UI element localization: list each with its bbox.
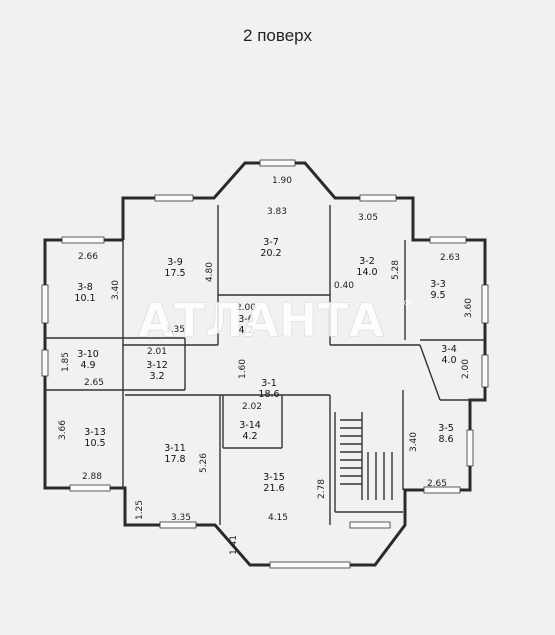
dim-label: 3.35	[165, 325, 185, 335]
dim-label: 3.35	[171, 513, 191, 523]
room-3-12-area: 3.2	[149, 371, 164, 382]
room-3-1-id: 3-1	[261, 378, 277, 389]
room-3-5-id: 3-5	[438, 423, 454, 434]
dim-label: 3.66	[58, 420, 68, 440]
room-3-5-area: 8.6	[438, 434, 453, 445]
room-3-11-area: 17.8	[164, 454, 185, 465]
room-labels: 3-1 18.6 3-2 14.0 3-3 9.5 3-4 4.0 3-5 8.…	[74, 237, 456, 494]
room-3-2-area: 14.0	[356, 267, 377, 278]
dim-label: 2.65	[427, 479, 447, 489]
dim-label: 2.01	[147, 347, 167, 357]
room-3-12-id: 3-12	[146, 360, 168, 371]
room-3-1-area: 18.6	[258, 389, 279, 400]
dim-label: 2.65	[84, 378, 104, 388]
dimension-labels: 1.90 3.83 3.05 2.66 3.40 4.80 5.28 2.63 …	[58, 176, 474, 555]
room-3-13-area: 10.5	[84, 438, 105, 449]
watermark-registered-mark: ®	[403, 298, 413, 309]
room-3-15-area: 21.6	[263, 483, 284, 494]
dim-label: 2.66	[78, 252, 98, 262]
room-3-14-id: 3-14	[239, 420, 261, 431]
room-3-3-area: 9.5	[430, 290, 445, 301]
room-3-10-area: 4.9	[80, 360, 95, 371]
dim-label: 2.00	[236, 303, 256, 313]
dim-label: 0.40	[334, 281, 354, 291]
outer-wall	[43, 161, 487, 567]
room-3-15-id: 3-15	[263, 472, 285, 483]
page-title: 2 поверх	[243, 26, 312, 45]
room-3-8-id: 3-8	[77, 282, 93, 293]
dim-label: 1.60	[238, 359, 248, 379]
windows	[41, 159, 489, 569]
dim-label: 1.85	[61, 352, 71, 372]
dim-label: 5.26	[199, 453, 209, 473]
dim-label: 2.00	[461, 359, 471, 379]
room-3-3-id: 3-3	[430, 279, 446, 290]
dim-label: 3.60	[464, 298, 474, 318]
room-3-4-area: 4.0	[441, 355, 456, 366]
room-3-13-id: 3-13	[84, 427, 106, 438]
room-3-14-area: 4.2	[242, 431, 257, 442]
dim-label: 2.63	[440, 253, 460, 263]
room-3-4-id: 3-4	[441, 344, 457, 355]
room-3-7-area: 20.2	[260, 248, 281, 259]
dim-label: 3.05	[358, 213, 378, 223]
staircase	[340, 412, 393, 500]
dim-label: 3.40	[111, 280, 121, 300]
dim-label: 2.88	[82, 472, 102, 482]
room-3-11-id: 3-11	[164, 443, 186, 454]
dim-label: 1.25	[135, 500, 145, 520]
dim-label: 1.90	[272, 176, 292, 186]
dim-label: 5.28	[391, 260, 401, 280]
room-3-8-area: 10.1	[74, 293, 95, 304]
room-3-7-id: 3-7	[263, 237, 279, 248]
room-3-2-id: 3-2	[359, 256, 375, 267]
room-3-6-area: 4.2	[238, 325, 253, 336]
room-3-6-id: 3-6	[238, 314, 254, 325]
dim-label: 2.02	[242, 402, 262, 412]
room-3-9-id: 3-9	[167, 257, 183, 268]
interior-walls	[45, 205, 485, 525]
dim-label: 2.78	[317, 479, 327, 499]
dim-label: 3.40	[409, 432, 419, 452]
room-3-9-area: 17.5	[164, 268, 185, 279]
dim-label: 4.15	[268, 513, 288, 523]
dim-label: 4.80	[205, 262, 215, 282]
dim-label: 3.83	[267, 207, 287, 217]
watermark-logo: АТЛАНТА	[138, 293, 385, 347]
room-3-10-id: 3-10	[77, 349, 99, 360]
dim-label: 1.41	[229, 535, 239, 555]
